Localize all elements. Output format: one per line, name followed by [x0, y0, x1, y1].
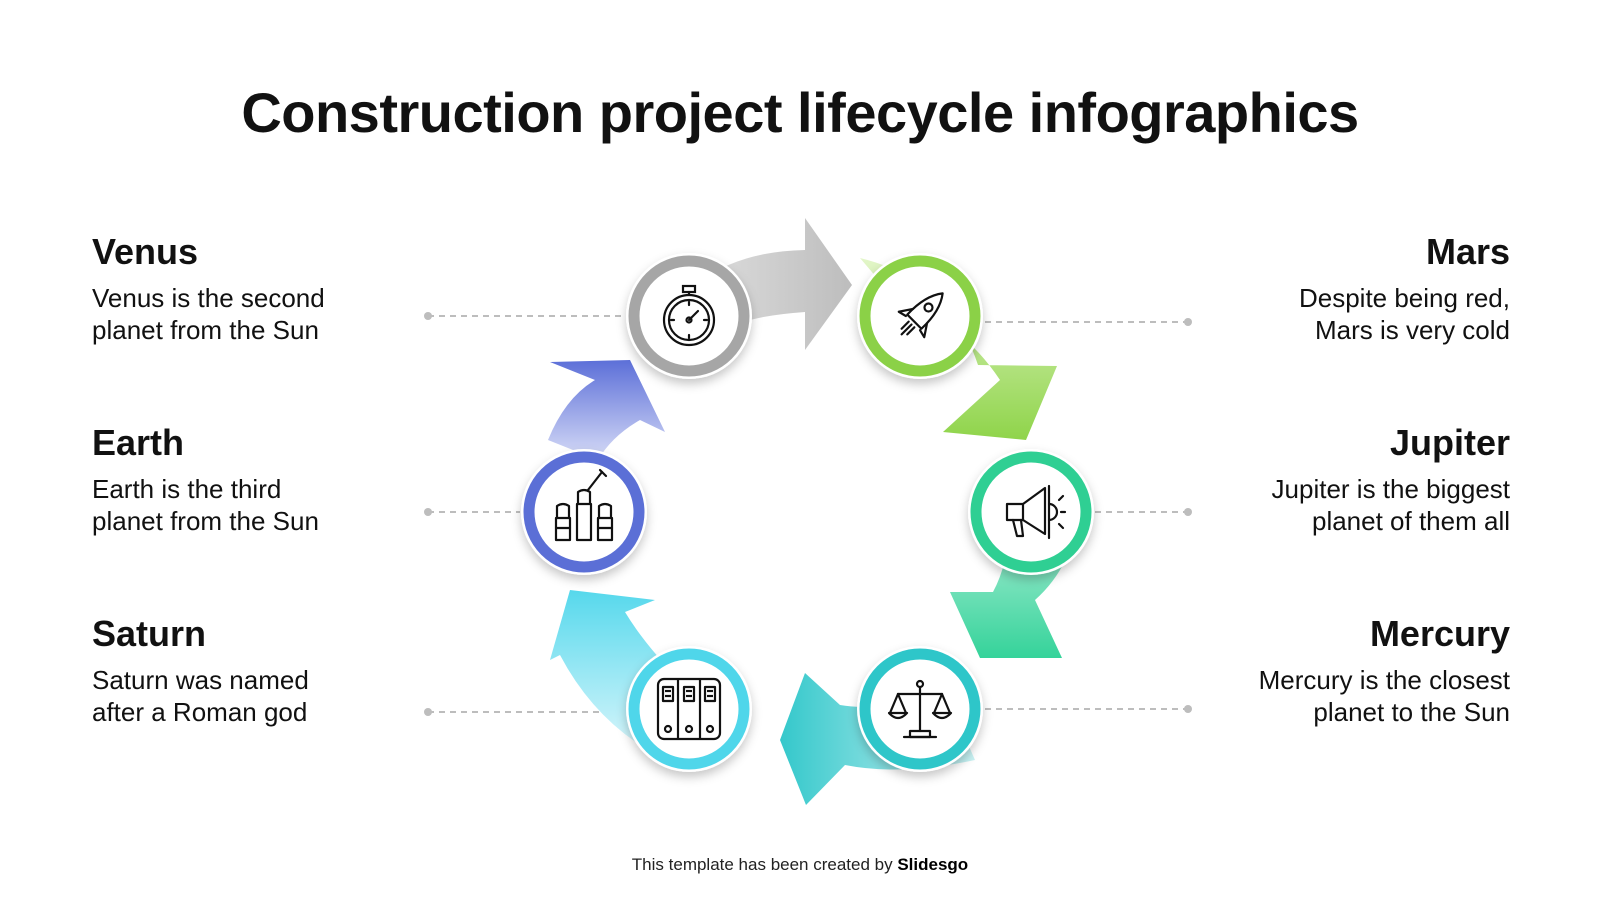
node-ring [859, 255, 981, 377]
node-mars [857, 253, 983, 379]
step-title: Earth [92, 422, 185, 463]
step-description: Despite being red,Mars is very cold [1298, 283, 1510, 345]
node-mercury [857, 646, 983, 772]
node-earth [521, 449, 647, 575]
step-title: Mars [1425, 231, 1510, 272]
node-disc [857, 253, 983, 379]
node-ring [628, 255, 750, 377]
node-ring [628, 648, 750, 770]
connector-dot [1184, 508, 1192, 516]
connector-dot [1184, 705, 1192, 713]
step-title: Mercury [1369, 613, 1510, 654]
connector-lines [428, 315, 1188, 713]
node-venus [626, 253, 752, 379]
node-disc [626, 253, 752, 379]
megaphone-icon [1005, 484, 1067, 540]
step-title: Venus [92, 231, 199, 272]
footer-brand[interactable]: Slidesgo [897, 855, 969, 874]
arrow-blue [548, 360, 665, 460]
rocket-icon [897, 292, 944, 339]
footer-credit: This template has been created by Slides… [631, 855, 969, 874]
page-title: Construction project lifecycle infograph… [241, 81, 1359, 144]
raised-hands-icon [554, 468, 614, 542]
node-saturn [626, 646, 752, 772]
connector-dot [424, 508, 432, 516]
step-mars-text: Mars Despite being red,Mars is very cold [1170, 232, 1510, 346]
connector-dots [424, 312, 1192, 716]
node-ring [523, 451, 645, 573]
node-disc [626, 646, 752, 772]
node-disc [968, 449, 1094, 575]
connector-dot [1184, 318, 1192, 326]
connector-dot [424, 312, 432, 320]
node-ring [859, 648, 981, 770]
node-jupiter [968, 449, 1094, 575]
step-title: Jupiter [1389, 422, 1510, 463]
connector-dot [424, 708, 432, 716]
binders-icon [656, 677, 722, 741]
node-disc [521, 449, 647, 575]
node-ring [970, 451, 1092, 573]
scales-icon [887, 679, 953, 739]
step-title: Saturn [92, 613, 207, 654]
stopwatch-icon [662, 284, 716, 347]
